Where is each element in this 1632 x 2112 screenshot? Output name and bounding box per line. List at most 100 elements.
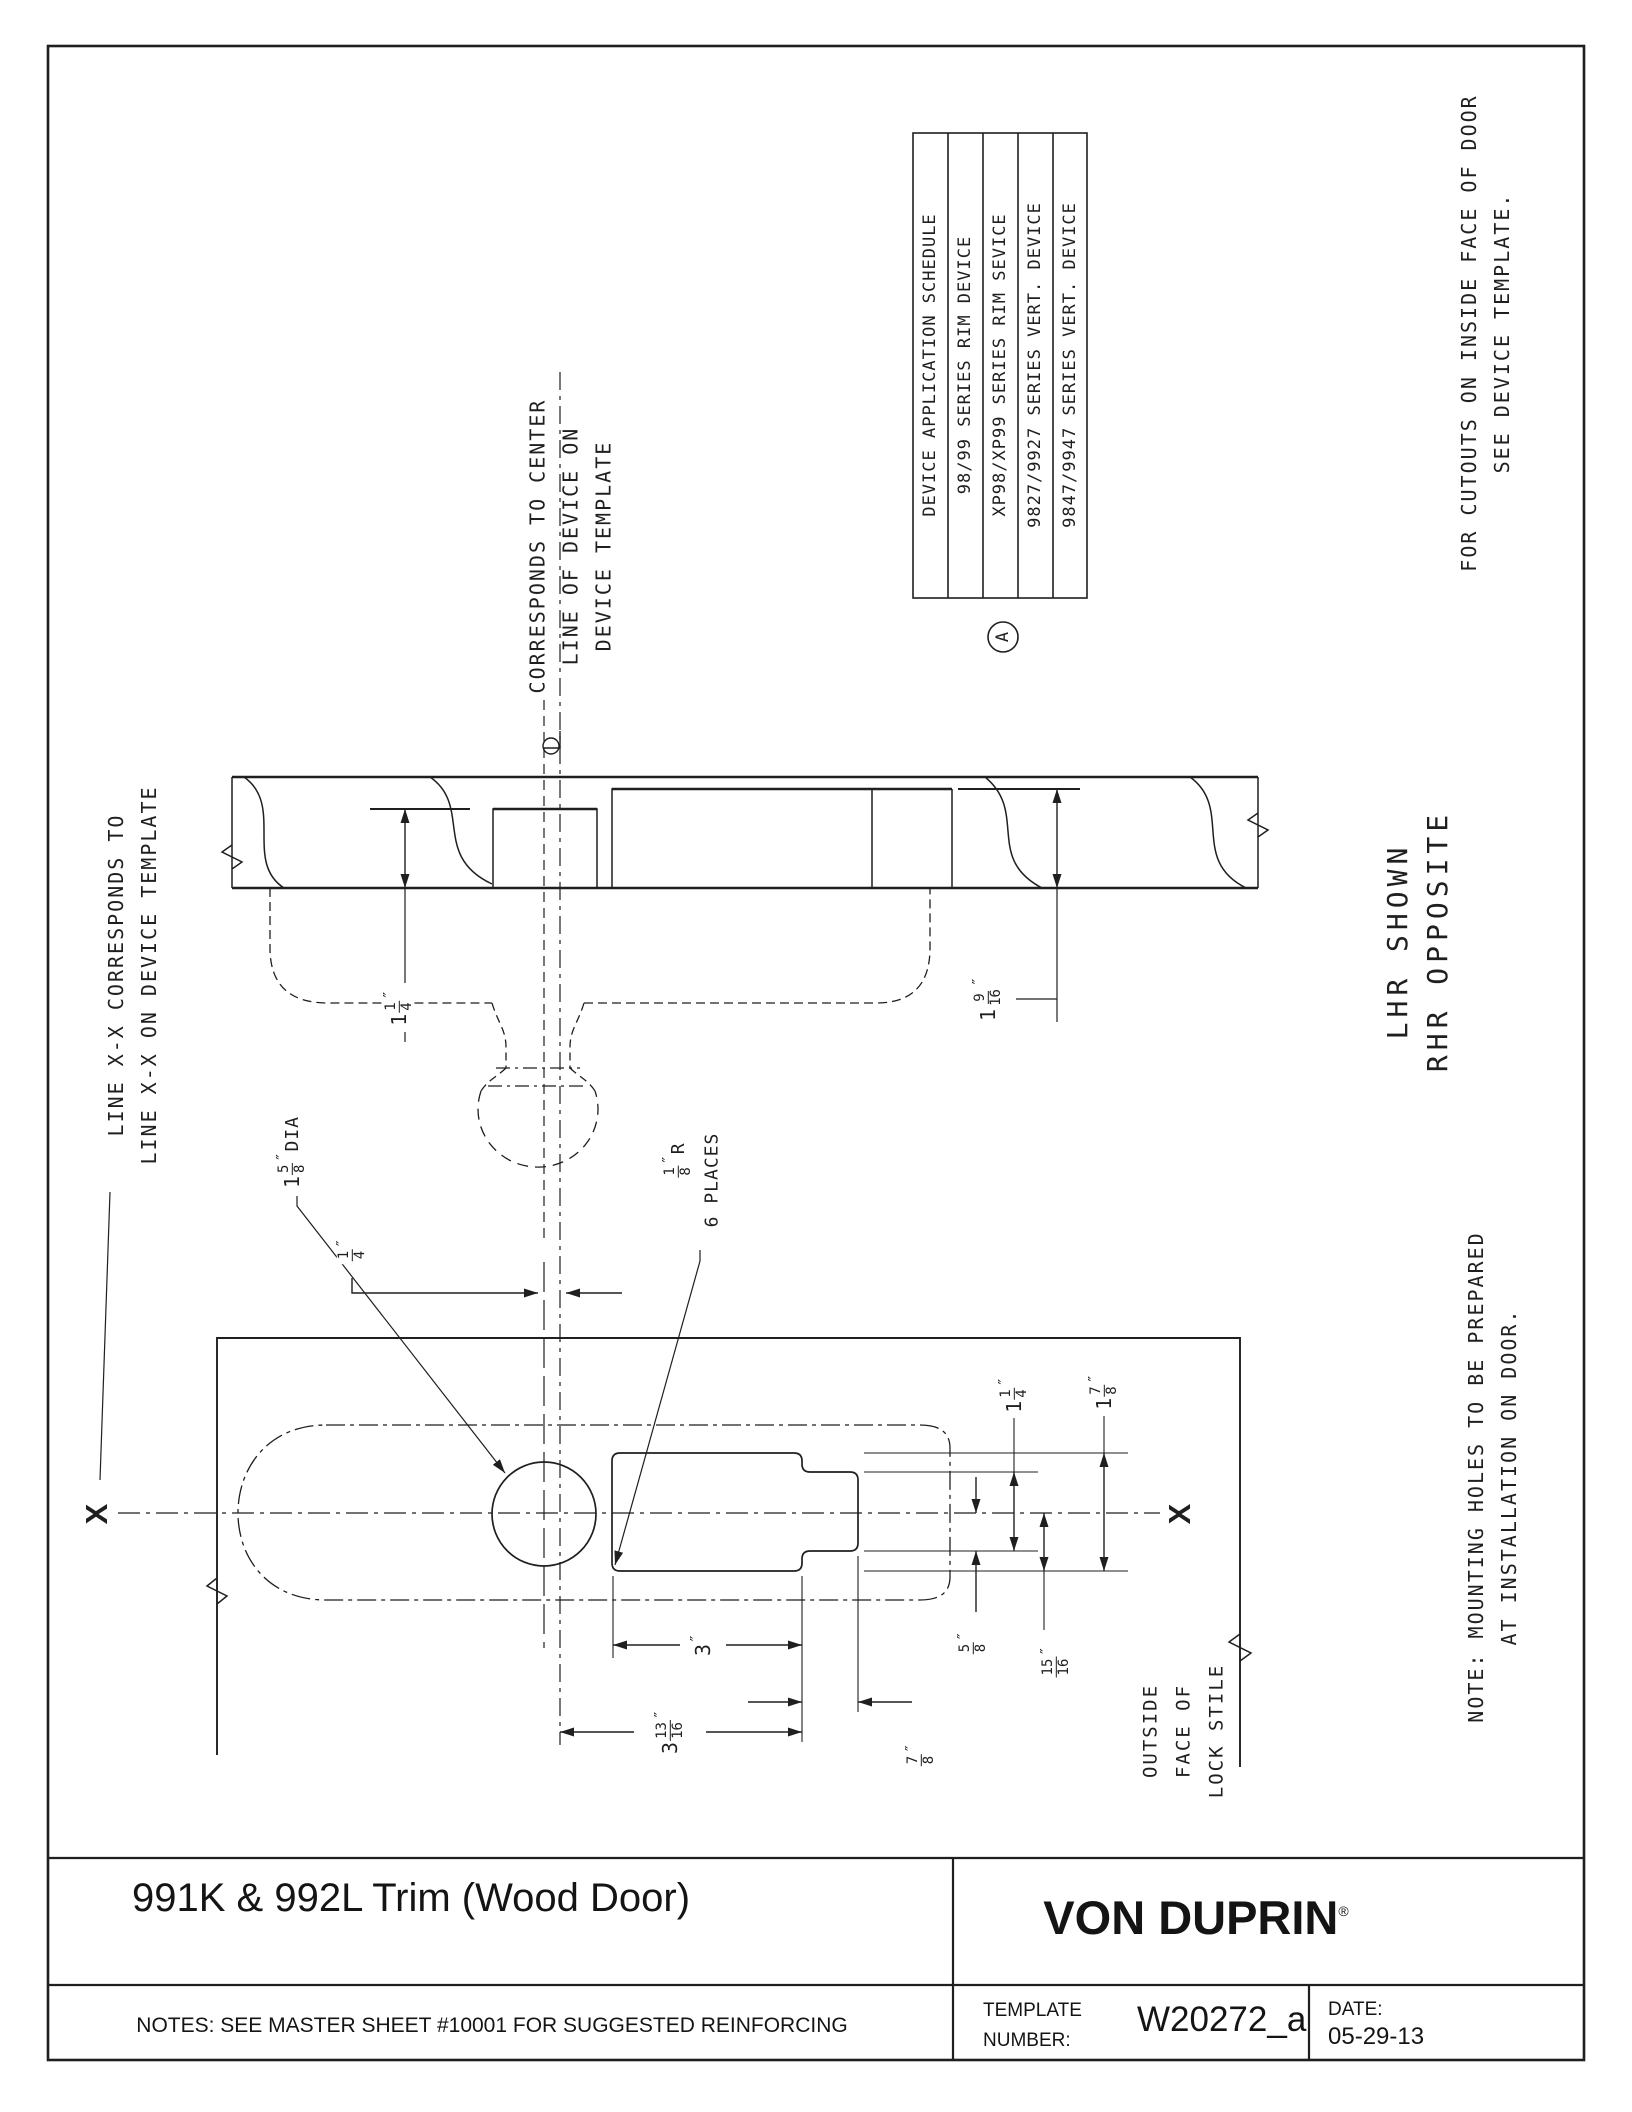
schedule-header: DEVICE APPLICATION SCHEDULE xyxy=(920,213,940,517)
template-label-line2: NUMBER: xyxy=(983,2030,1071,2051)
schedule-row-1: 98/99 SERIES RIM DEVICE xyxy=(955,235,975,495)
template-number-label: TEMPLATE NUMBER: xyxy=(983,1996,1082,2056)
brand-text: VON DUPRIN xyxy=(1043,1891,1339,1944)
dim-den: 16 xyxy=(669,1722,686,1739)
dim-quote: ″ xyxy=(1036,1646,1055,1656)
x-marker-right: X xyxy=(1162,1503,1197,1525)
dim-quote: ″ xyxy=(272,1152,291,1162)
centerlines xyxy=(542,372,561,1745)
sheet-title: 991K & 992L Trim (Wood Door) xyxy=(132,1876,691,1920)
template-label-line1: TEMPLATE xyxy=(983,2000,1082,2021)
x-marker-left: X xyxy=(79,1503,114,1525)
note-line: LHR SHOWN xyxy=(1381,842,1414,1040)
dim-quote: ″ xyxy=(658,1155,677,1165)
dim-whole: 1 xyxy=(387,1013,411,1026)
dim-num: 13 xyxy=(653,1720,671,1741)
dim-den: 4 xyxy=(398,1002,415,1011)
note-lock-stile: OUTSIDE FACE OF LOCK STILE xyxy=(1135,1664,1234,1798)
schedule-marker-letter: A xyxy=(993,631,1013,643)
dim-num: 7 xyxy=(1087,1384,1105,1397)
note-centerline: CORRESPONDS TO CENTER LINE OF DEVICE ON … xyxy=(522,399,621,694)
dim-whole: 1 xyxy=(280,1175,304,1189)
knob-hole-circle xyxy=(491,1461,597,1567)
trim-plate-outline xyxy=(237,1424,951,1601)
note-line: AT INSTALLATION ON DOOR. xyxy=(1497,1308,1521,1646)
dim-num: 1 xyxy=(335,1248,353,1262)
note-line: CORRESPONDS TO CENTER xyxy=(525,398,550,694)
dim-num: 1 xyxy=(997,1387,1015,1400)
dim-quote: ″ xyxy=(379,990,398,1000)
date-label: DATE: xyxy=(1328,1999,1383,2020)
knob-hidden xyxy=(477,1090,599,1168)
edge-break-tick-right xyxy=(1246,812,1270,838)
date-value: 05-29-13 xyxy=(1328,2023,1425,2050)
dim-den: 16 xyxy=(987,989,1004,1006)
dim-num: 5 xyxy=(275,1162,293,1175)
dim-den: 8 xyxy=(291,1164,308,1173)
schedule-row-4: 9847/9947 SERIES VERT. DEVICE xyxy=(1060,202,1080,528)
note-line: FOR CUTOUTS ON INSIDE FACE OF DOOR xyxy=(1457,94,1481,572)
leader-hole-dia xyxy=(296,1196,506,1474)
dim-whole: 1 xyxy=(976,1008,1000,1021)
dim-notch2 xyxy=(958,788,1080,1022)
dim-whole: 3 xyxy=(658,1741,682,1754)
dim-whole: 1 xyxy=(1092,1397,1116,1410)
schedule-marker-circle xyxy=(987,621,1019,653)
face-break-right xyxy=(1227,1633,1253,1662)
dim-den: 8 xyxy=(677,1167,694,1176)
dim-quote: ″ xyxy=(1084,1374,1103,1384)
extension-lines-right xyxy=(864,1452,1128,1572)
dim-quote: ″ xyxy=(901,1743,920,1753)
dim-den: 16 xyxy=(1055,1658,1072,1676)
dim-quote: ″ xyxy=(332,1238,351,1248)
note-line-xx: LINE X-X CORRESPONDS TO LINE X-X ON DEVI… xyxy=(100,785,166,1164)
note-line: NOTE: MOUNTING HOLES TO BE PREPARED xyxy=(1464,1231,1488,1723)
dim-suffix: DIA xyxy=(281,1115,303,1152)
dim-num: 5 xyxy=(956,1641,974,1655)
dim-quote: ″ xyxy=(650,1710,669,1720)
dim-quote: ″ xyxy=(994,1377,1013,1387)
note-line: RHR OPPOSITE xyxy=(1421,809,1454,1073)
brand-logo: VON DUPRIN® xyxy=(1043,1890,1348,1945)
note-cutouts: FOR CUTOUTS ON INSIDE FACE OF DOOR SEE D… xyxy=(1453,94,1519,571)
dim-quote: ″ xyxy=(953,1631,972,1641)
centerline-symbol xyxy=(542,731,561,755)
dim-den: 4 xyxy=(351,1250,368,1260)
sheet-border xyxy=(46,44,1586,2062)
edge-notches xyxy=(492,787,953,888)
leader-line-xx xyxy=(99,1191,111,1481)
edge-break-tick-left xyxy=(220,844,244,870)
note-line: DEVICE TEMPLATE xyxy=(591,440,616,652)
note-mounting: NOTE: MOUNTING HOLES TO BE PREPARED AT I… xyxy=(1460,1231,1526,1722)
note-line: SEE DEVICE TEMPLATE. xyxy=(1490,192,1514,474)
dim-den: 8 xyxy=(972,1643,989,1653)
note-line: LINE X-X CORRESPONDS TO xyxy=(104,813,128,1137)
schedule-row-2: XP98/XP99 SERIES RIM SEVICE xyxy=(990,213,1010,517)
dim-whole: 3 xyxy=(691,1643,715,1657)
dim-suffix: R xyxy=(667,1142,689,1155)
template-number-value: W20272_a xyxy=(1137,2000,1307,2039)
schedule-table-grid xyxy=(912,132,1088,653)
note-line: OUTSIDE xyxy=(1139,1683,1162,1779)
dim-label-corner-places: 6 PLACES xyxy=(701,1132,723,1228)
dim-label-cut-length: 3 ″ xyxy=(687,1630,715,1660)
dim-whole: 1 xyxy=(1002,1400,1026,1413)
dim-num: 1 xyxy=(382,1000,400,1013)
